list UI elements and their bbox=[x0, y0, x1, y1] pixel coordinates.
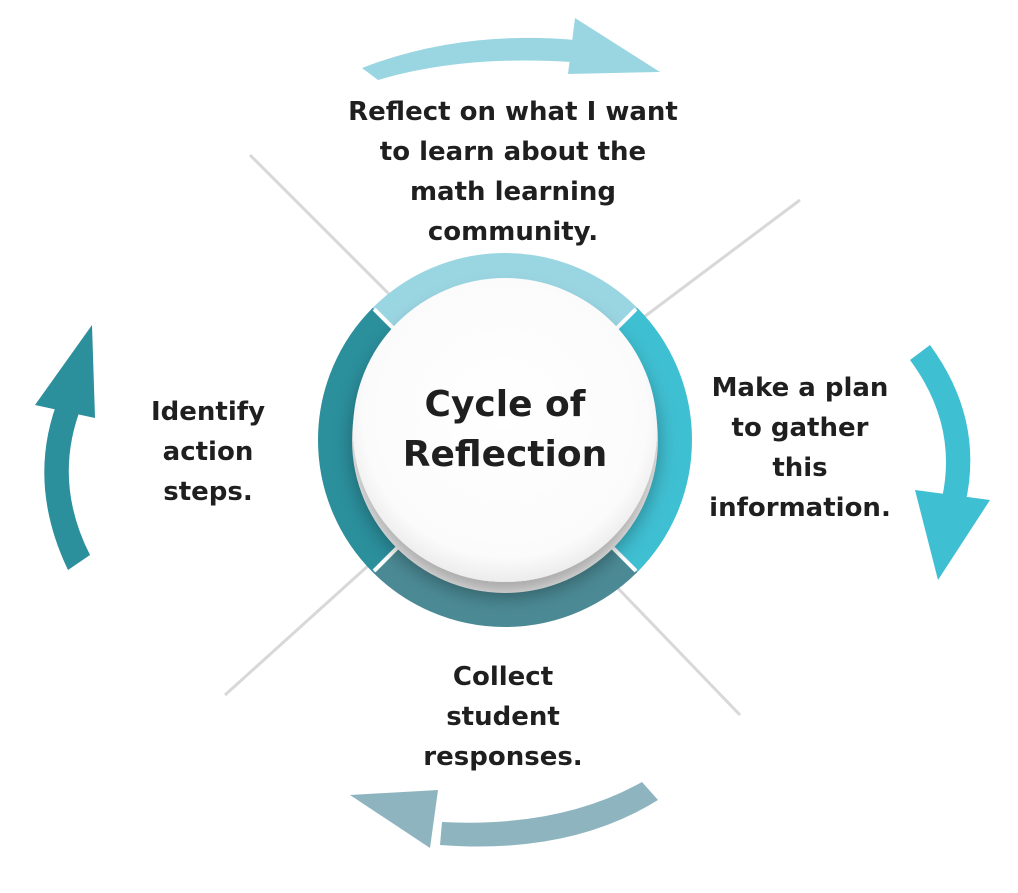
center-title: Cycle of Reflection bbox=[402, 384, 608, 475]
arrow-left bbox=[35, 325, 95, 570]
divider-line-upper-right bbox=[639, 198, 801, 322]
ring-segment-right bbox=[612, 307, 692, 573]
divider-line-lower-right bbox=[608, 578, 742, 717]
step-label-left: Identify action steps. bbox=[150, 397, 266, 507]
step-label-top: Reflect on what I want to learn about th… bbox=[348, 97, 678, 247]
arrow-bottom bbox=[350, 782, 658, 848]
ring-segment-bottom bbox=[372, 547, 638, 627]
ring-segment-left bbox=[318, 307, 398, 573]
divider-line-lower-left bbox=[223, 553, 382, 697]
center-disc bbox=[353, 278, 657, 582]
step-label-bottom: Collect student responses. bbox=[423, 662, 583, 772]
ring-segment-top bbox=[372, 253, 638, 333]
arrow-right bbox=[910, 345, 990, 580]
divider-line-upper-left bbox=[248, 153, 402, 307]
arrow-top bbox=[362, 18, 660, 80]
step-label-right: Make a plan to gather this information. bbox=[709, 373, 891, 523]
